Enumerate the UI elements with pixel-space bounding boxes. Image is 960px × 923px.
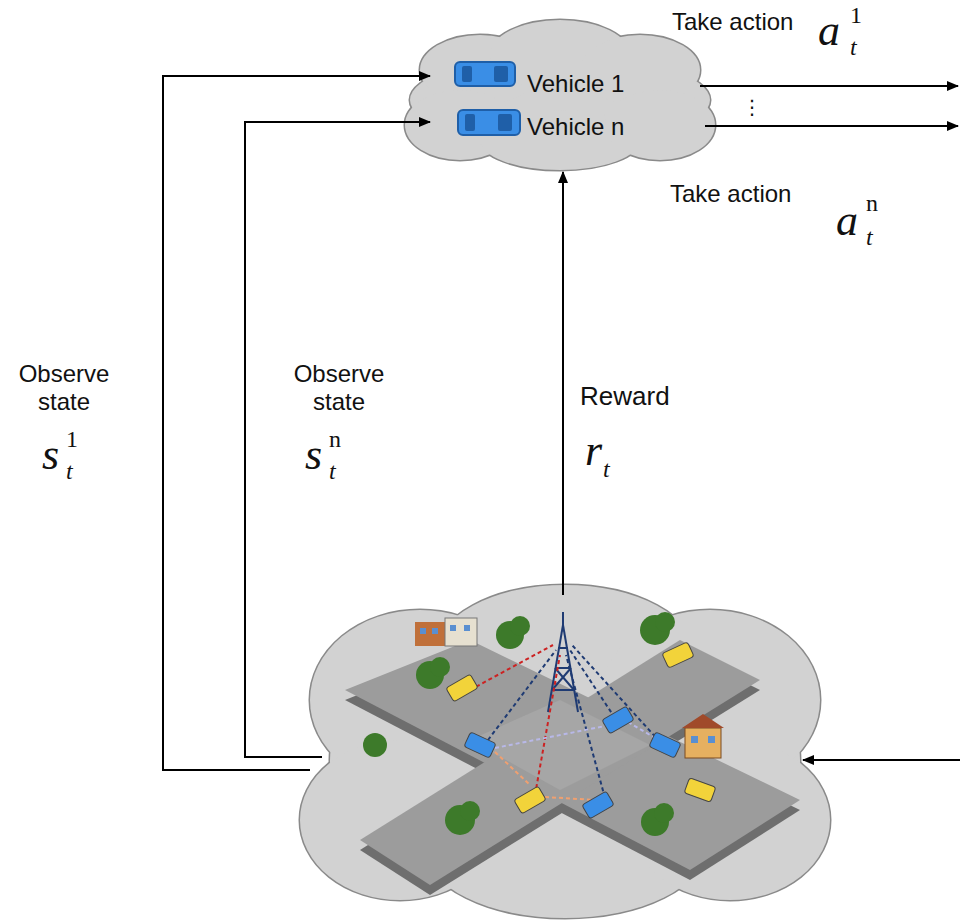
vehicle-label: Vehicle 1	[527, 70, 624, 98]
math-subscript: t	[866, 224, 873, 252]
math-symbol: r	[585, 426, 602, 477]
math-subscript: t	[66, 458, 73, 486]
math-symbol: s	[305, 430, 322, 481]
vehicle-agent: Vehicle 1	[527, 70, 624, 98]
wireless-link	[470, 645, 660, 800]
math-symbol: a	[818, 6, 840, 57]
flow-label: Reward	[580, 382, 670, 412]
flow-label: ⋮	[742, 96, 762, 119]
math-subscript: t	[329, 458, 336, 486]
vehicle-icon	[458, 110, 520, 135]
math-superscript: 1	[66, 426, 78, 454]
flow-label: Observe state	[283, 360, 395, 415]
environment-cloud	[300, 585, 830, 918]
math-superscript: n	[866, 190, 878, 218]
math-symbol: a	[836, 196, 858, 247]
math-superscript: n	[329, 426, 341, 454]
flow-label: Take action	[672, 8, 793, 36]
building	[415, 618, 724, 758]
math-subscript: t	[603, 456, 610, 484]
math-superscript: 1	[850, 2, 862, 30]
flow-label: Take action	[670, 180, 791, 208]
vehicle-agent: Vehicle n	[527, 113, 624, 141]
car	[446, 642, 716, 819]
math-symbol: s	[42, 430, 59, 481]
agent-cloud	[405, 20, 715, 170]
flow-label: Observe state	[8, 360, 120, 415]
vehicle-label: Vehicle n	[527, 113, 624, 141]
vehicle-icon	[455, 62, 515, 86]
tree	[363, 612, 675, 836]
flow-arrow	[163, 76, 960, 770]
math-subscript: t	[850, 34, 857, 62]
